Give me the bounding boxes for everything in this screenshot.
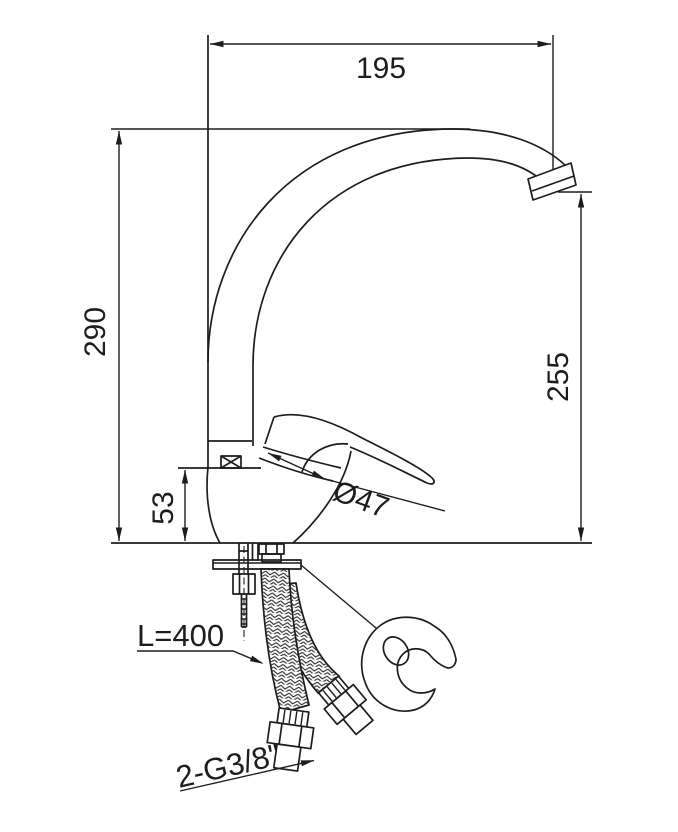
dimension-outlet-height: 255 [542, 191, 592, 541]
cap-band-upper [262, 446, 342, 469]
cartridge-dome [301, 442, 349, 473]
thread-end-left [272, 743, 302, 772]
dim-label-53: 53 [147, 491, 180, 524]
faucet-handle [258, 413, 435, 485]
hose-union-upper [258, 543, 285, 555]
hose-union-facets [265, 544, 278, 554]
mounting-bracket [360, 616, 457, 712]
hose-fitting-right [317, 675, 374, 736]
faucet-body [178, 450, 352, 544]
valve-symbol-box [220, 455, 242, 469]
spout-outer-curve [207, 128, 567, 363]
mounting-stud [232, 543, 256, 641]
hose-left [260, 568, 311, 715]
dimension-cap-diameter: Ø47 [267, 452, 446, 525]
bracket-body [360, 616, 457, 712]
valve-symbol-cross [220, 455, 242, 469]
thread-end-right [342, 704, 374, 736]
hose-fitting-left [266, 707, 315, 772]
hose-length-arrow [249, 655, 264, 664]
handle-underside [349, 446, 428, 484]
supply-hoses [260, 568, 374, 772]
label-hose-length: L=400 [137, 618, 224, 653]
body-right-contour [292, 450, 352, 544]
label-thread-size: 2-G3/8" [173, 737, 284, 795]
dim-label-195: 195 [356, 52, 406, 85]
aerator [527, 162, 577, 201]
nut-left-facets [278, 723, 303, 748]
dimension-spout-reach: 195 [210, 35, 554, 169]
dimension-base-height: 53 [147, 470, 189, 541]
dim-label-255: 255 [542, 352, 575, 402]
dim-label-diameter: Ø47 [329, 475, 394, 525]
body-left-contour [206, 466, 221, 544]
ferrule-left-stripes [282, 709, 304, 726]
handle-butt-face [264, 416, 275, 445]
bracket-leader-line [300, 564, 383, 634]
mounting-plate [212, 543, 383, 634]
dim-label-290: 290 [79, 307, 112, 357]
plate-bar [212, 559, 302, 570]
dia-arrow-lower [311, 470, 325, 479]
callout-hose-length: L=400 [137, 618, 264, 664]
bracket-hole [382, 636, 410, 666]
faucet-spout [207, 35, 577, 467]
thread-arrow [300, 760, 315, 767]
nut-right-facets [331, 690, 360, 719]
ferrule-right-stripes [322, 679, 346, 702]
handle-tip [426, 476, 435, 485]
thread-leader [179, 759, 315, 792]
spout-inner-curve [252, 157, 543, 367]
hose-union-lower [261, 553, 282, 563]
handle-top-edge [273, 413, 432, 478]
dia-arrow-upper [268, 453, 282, 462]
dimension-overall-height: 290 [79, 128, 470, 541]
aerator-seam [531, 175, 575, 192]
stud-nut-facets [238, 574, 250, 594]
hose-stub [251, 543, 259, 560]
